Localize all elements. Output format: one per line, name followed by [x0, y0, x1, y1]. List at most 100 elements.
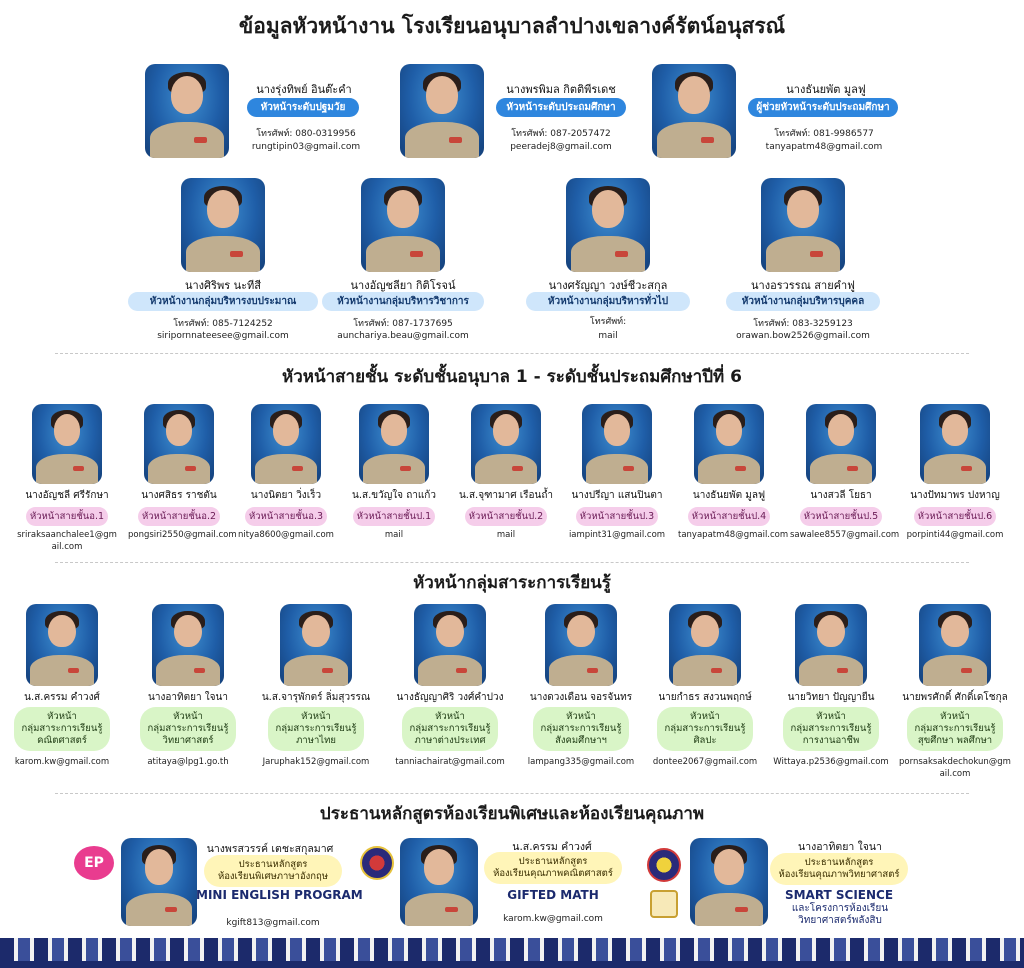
email-text: porpinti44@gmail.com	[906, 530, 1004, 540]
role-badge: หัวหน้าสายชั้นป.5	[800, 507, 882, 526]
person-name: นางศสิธร ราชตัน	[141, 490, 217, 501]
role-badge: ประธานหลักสูตรห้องเรียนคุณภาพคณิตศาสตร์	[484, 852, 622, 884]
person-name: น.ส.จารุพักตร์ ลิ่มสุวรรณ	[261, 692, 371, 703]
role-line: สุขศึกษา พลศึกษา	[917, 735, 993, 746]
role-line: หัวหน้า	[940, 711, 970, 722]
program-title: GIFTED MATH	[507, 888, 599, 902]
person-name: นางพรพิมล กิตติพีรเดช	[506, 83, 616, 96]
role-badge: หัวหน้าสายชั้นป.4	[688, 507, 770, 526]
role-badge: หัวหน้าสายชั้นป.3	[576, 507, 658, 526]
avatar	[280, 604, 352, 686]
email-text: Wittaya.p2536@gmail.com	[773, 757, 889, 767]
section-divider	[55, 562, 969, 563]
avatar	[145, 64, 229, 158]
person-name: นางธันยพัต มูลฟู	[692, 490, 766, 501]
person-name: นางสวลี โยธา	[810, 490, 872, 501]
avatar	[152, 604, 224, 686]
phone-text: โทรศัพท์: 080-0319956	[256, 129, 356, 139]
phone-text: โทรศัพท์: 085-7124252	[173, 319, 273, 329]
person-name: นางธันยพัต มูลฟู	[786, 83, 866, 96]
role-line: หัวหน้า	[435, 711, 465, 722]
person-name: นางปรีญา แสนปินตา	[571, 490, 663, 501]
person-name: นางอาทิตยา ใจนา	[798, 841, 882, 853]
role-badge: ประธานหลักสูตรห้องเรียนคุณภาพวิทยาศาสตร์	[770, 853, 908, 885]
avatar	[400, 64, 484, 158]
person-name: นางอัญชลี ศรีรักษา	[25, 490, 109, 501]
role-line: สังคมศึกษาฯ	[555, 735, 607, 746]
role-line: กลุ่มสาระการเรียนรู้	[21, 723, 103, 734]
role-badge: หัวหน้างานกลุ่มบริหารบุคคล	[726, 292, 880, 311]
section-divider	[55, 793, 969, 794]
footer-pattern	[0, 938, 1024, 968]
avatar	[26, 604, 98, 686]
role-badge: หัวหน้ากลุ่มสาระการเรียนรู้สังคมศึกษาฯ	[533, 707, 629, 751]
avatar	[471, 404, 541, 484]
role-badge: หัวหน้าระดับปฐมวัย	[247, 98, 359, 117]
avatar	[414, 604, 486, 686]
avatar	[121, 838, 197, 926]
avatar	[669, 604, 741, 686]
role-line: การงานอาชีพ	[802, 735, 860, 746]
role-line: หัวหน้า	[173, 711, 203, 722]
avatar	[920, 404, 990, 484]
role-line: กลุ่มสาระการเรียนรู้	[914, 723, 996, 734]
role-line: กลุ่มสาระการเรียนรู้	[664, 723, 746, 734]
program-subtitle: และโครงการห้องเรียนวิทยาศาสตร์พลังสิบ	[791, 903, 889, 926]
avatar	[761, 178, 845, 272]
role-badge: หัวหน้างานกลุ่มบริหารงบประมาณ	[128, 292, 318, 311]
avatar	[181, 178, 265, 272]
role-badge: ผู้ช่วยหัวหน้าระดับประถมศึกษา	[748, 98, 898, 117]
avatar	[566, 178, 650, 272]
person-name: นางรุ่งทิพย์ อินต๊ะคำ	[256, 83, 352, 96]
email-text: lampang335@gmail.com	[527, 757, 635, 767]
avatar	[694, 404, 764, 484]
avatar	[795, 604, 867, 686]
role-line: กลุ่มสาระการเรียนรู้	[540, 723, 622, 734]
avatar	[361, 178, 445, 272]
role-line: วิทยาศาสตร์	[162, 735, 214, 746]
role-badge: หัวหน้าสายชั้นป.1	[353, 507, 435, 526]
role-line: หัวหน้า	[816, 711, 846, 722]
ep-logo-icon: EP	[74, 846, 114, 880]
section-title-subjects: หัวหน้ากลุ่มสาระการเรียนรู้	[413, 573, 611, 593]
section-title-programs: ประธานหลักสูตรห้องเรียนพิเศษและห้องเรียน…	[319, 804, 705, 824]
email-text: tanyapatm48@gmail.com	[765, 142, 883, 152]
person-name: นางอรวรรณ สายคำฟู	[751, 279, 855, 292]
email-text: Jaruphak152@gmail.com	[262, 757, 370, 767]
phone-text: โทรศัพท์:	[589, 317, 627, 327]
email-text: karom.kw@gmail.com	[14, 757, 110, 767]
role-line: ห้องเรียนคุณภาพคณิตศาสตร์	[493, 868, 613, 879]
person-name: นางศรัญญา วงษ์ชีวะสกุล	[548, 279, 668, 292]
role-line: หัวหน้า	[47, 711, 77, 722]
email-text: dontee2067@gmail.com	[652, 757, 758, 767]
person-name: นางอัญชลียา กิติโรจน์	[350, 279, 456, 292]
role-line: หัวหน้า	[566, 711, 596, 722]
phone-text: โทรศัพท์: 087-1737695	[353, 319, 453, 329]
role-line: หัวหน้า	[690, 711, 720, 722]
email-text: pornsaksakdechokun@gmail.com	[899, 757, 1011, 779]
person-name: น.ส.จุฑามาศ เรือนถ้ำ	[458, 490, 554, 501]
email-text: atitaya@lpg1.go.th	[147, 757, 229, 767]
avatar	[919, 604, 991, 686]
role-line: กลุ่มสาระการเรียนรู้	[409, 723, 491, 734]
person-name: นางศิริพร นะทีสี	[184, 279, 261, 292]
role-badge: หัวหน้ากลุ่มสาระการเรียนรู้วิทยาศาสตร์	[140, 707, 236, 751]
math-logo-icon	[360, 846, 394, 880]
email-text: karom.kw@gmail.com	[503, 914, 603, 924]
person-name: นางพรสวรรค์ เตชะสกุลมาศ	[206, 843, 334, 855]
person-name: นายวิทยา ปัญญายืน	[787, 692, 875, 703]
phone-text: โทรศัพท์: 081-9986577	[774, 129, 874, 139]
section-divider	[55, 353, 969, 354]
role-line: คณิตศาสตร์	[37, 735, 87, 746]
role-line: ห้องเรียนคุณภาพวิทยาศาสตร์	[778, 869, 900, 880]
role-line: ประธานหลักสูตร	[518, 856, 588, 867]
avatar	[690, 838, 768, 926]
avatar	[652, 64, 736, 158]
email-text: sawalee8557@gmail.com	[790, 530, 900, 540]
avatar	[144, 404, 214, 484]
role-badge: หัวหน้าสายชั้นอ.3	[245, 507, 327, 526]
person-name: น.ส.ขวัญใจ ถาแก้ว	[352, 490, 436, 501]
person-name: นายกำธร สงวนพฤกษ์	[658, 692, 752, 703]
email-text: pongsiri2550@gmail.com	[128, 530, 237, 540]
section-title-grades: หัวหน้าสายชั้น ระดับชั้นอนุบาล 1 - ระดับ…	[282, 367, 742, 387]
